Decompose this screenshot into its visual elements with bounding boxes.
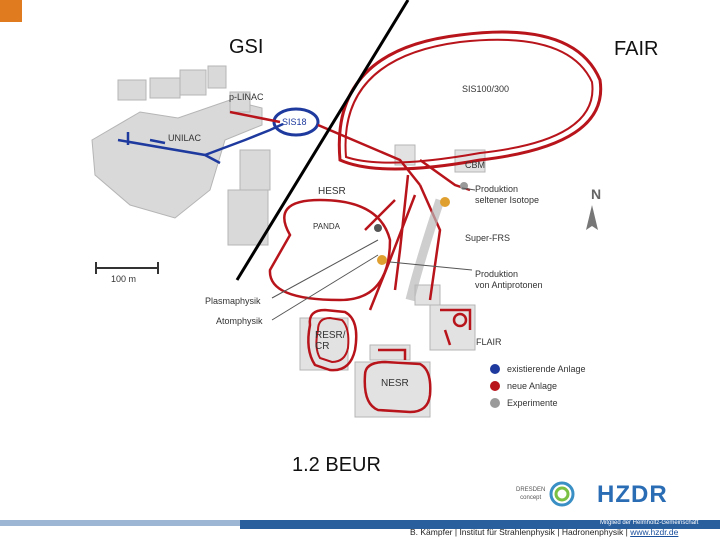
dresden-concept-top: DRESDEN	[516, 487, 546, 493]
dresden-concept-bottom: concept	[520, 495, 542, 501]
sis100-ring	[337, 30, 603, 171]
label-sis18: SIS18	[282, 117, 307, 127]
label-prod-antiproton: Produktion von Antiprotonen	[475, 269, 543, 290]
label-scale: 100 m	[111, 274, 137, 284]
flair-facility	[440, 308, 472, 346]
label-nesr: NESR	[381, 378, 409, 389]
hesr-ring	[268, 198, 392, 302]
slide-caption: 1.2 BEUR	[292, 454, 381, 476]
resr-ring	[307, 308, 358, 372]
super-frs-band	[405, 198, 445, 302]
antiproton-marker	[377, 255, 387, 265]
leader-lines	[271, 187, 476, 321]
label-atomphysik: Atomphysik	[216, 316, 263, 326]
legend-dot-existing	[490, 364, 500, 374]
label-unilac: UNILAC	[168, 133, 202, 143]
dresden-concept-icon	[549, 481, 575, 507]
label-cbm: CBM	[465, 160, 485, 170]
label-resr-cr: RESR/ CR	[315, 330, 346, 352]
helmholtz-text: Mitglied der Helmholtz-Gemeinschaft	[600, 520, 699, 526]
legend-item-experiments: Experimente	[490, 398, 586, 408]
gsi-label: GSI	[229, 36, 264, 58]
label-hesr: HESR	[318, 186, 346, 197]
legend-item-new: neue Anlage	[490, 381, 586, 391]
label-plasmaphysik: Plasmaphysik	[205, 296, 261, 306]
map-legend: existierende Anlage neue Anlage Experime…	[490, 364, 586, 408]
cr-ring	[315, 316, 350, 364]
footer-bar: Mitglied der Helmholtz-Gemeinschaft	[0, 520, 720, 540]
footer-credit: B. Kämpfer | Institut für Strahlenphysik…	[410, 527, 678, 537]
gsi-buildings	[91, 65, 271, 246]
nesr-ring	[363, 360, 432, 414]
north-arrow	[586, 205, 598, 230]
legend-item-existing: existierende Anlage	[490, 364, 586, 374]
label-sis100: SIS100/300	[462, 84, 510, 94]
footer-website-link[interactable]: www.hzdr.de	[630, 527, 679, 537]
footer-credit-text: B. Kämpfer | Institut für Strahlenphysik…	[410, 527, 628, 537]
legend-label-new: neue Anlage	[507, 381, 558, 391]
label-panda: PANDA	[313, 222, 340, 231]
hzdr-logo: HZDR	[597, 481, 668, 508]
label-north: N	[591, 186, 602, 202]
corner-accent	[0, 0, 22, 22]
legend-dot-experiments	[490, 398, 500, 408]
legend-label-existing: existierende Anlage	[507, 364, 586, 374]
dresden-concept-logo: DRESDEN concept	[516, 486, 545, 502]
p-linac-beamline	[229, 110, 281, 124]
label-prod-isotope: Produktion seltener Isotope	[475, 184, 540, 205]
footer-bar-right	[240, 520, 720, 529]
isotope-marker	[440, 197, 450, 207]
legend-dot-new	[490, 381, 500, 391]
sis300-ring	[344, 38, 594, 164]
legend-label-experiments: Experimente	[507, 398, 558, 408]
fair-label: FAIR	[614, 38, 659, 60]
label-super-frs: Super-FRS	[465, 233, 511, 243]
transfer-lines	[317, 123, 471, 311]
facility-map	[91, 0, 603, 418]
nesr-injection	[378, 348, 407, 360]
label-flair: FLAIR	[476, 337, 502, 347]
gsi-fair-divider	[235, 0, 410, 281]
label-p-linac: p-LINAC	[229, 92, 264, 102]
panda-marker	[374, 224, 382, 232]
footer-bar-left	[0, 520, 240, 526]
scale-bar	[95, 262, 159, 274]
